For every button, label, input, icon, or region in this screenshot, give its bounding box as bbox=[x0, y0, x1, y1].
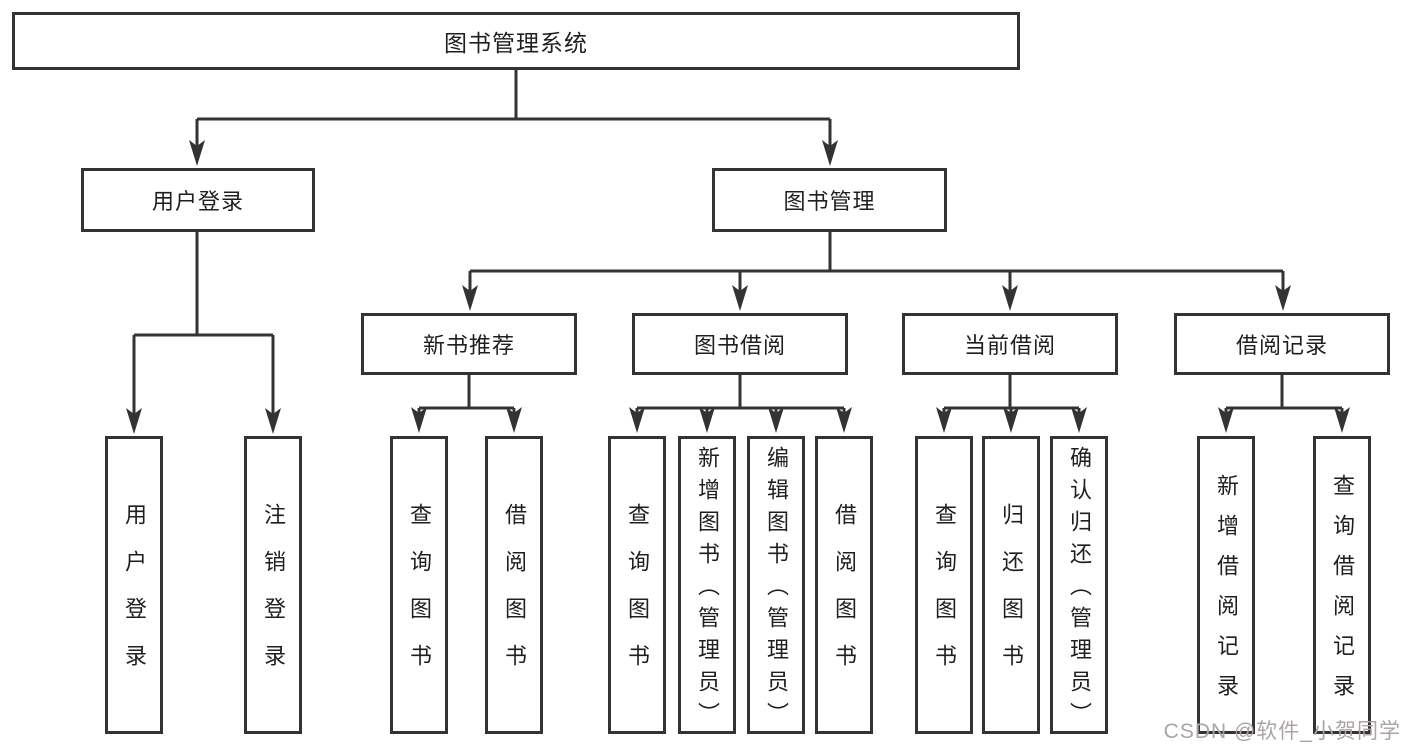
leaf-label: 新增借阅记录 bbox=[1214, 474, 1239, 714]
leaf-current-query-books: 查询图书 bbox=[915, 436, 973, 734]
leaf-label: 查询借阅记录 bbox=[1330, 474, 1355, 714]
arrowhead bbox=[126, 408, 142, 434]
leaf-label: 归还图书 bbox=[999, 503, 1024, 691]
node-label: 图书管理系统 bbox=[444, 30, 588, 56]
leaf-borrow-borrow-books: 借阅图书 bbox=[815, 436, 873, 734]
arrowhead bbox=[1071, 407, 1087, 433]
arrowhead bbox=[836, 407, 852, 433]
leaf-edit-books-admin: 编辑图书（管理员） bbox=[747, 436, 805, 734]
node-label: 图书管理 bbox=[783, 189, 876, 214]
leaf-label: 确认归还（管理员） bbox=[1067, 446, 1092, 734]
arrowhead bbox=[1003, 407, 1019, 433]
arrowhead bbox=[1002, 285, 1018, 311]
leaf-label: 借阅图书 bbox=[832, 503, 857, 691]
node-book-management: 图书管理 bbox=[712, 168, 947, 232]
arrowhead bbox=[265, 408, 281, 434]
arrowhead bbox=[1334, 407, 1350, 433]
node-borrow-records: 借阅记录 bbox=[1174, 313, 1390, 375]
leaf-confirm-return-admin: 确认归还（管理员） bbox=[1050, 436, 1108, 734]
arrowhead bbox=[768, 407, 784, 433]
arrowhead bbox=[629, 407, 645, 433]
arrowhead bbox=[411, 407, 427, 433]
leaf-label: 新增图书（管理员） bbox=[695, 446, 720, 734]
arrowhead bbox=[462, 285, 478, 311]
node-library-management-system: 图书管理系统 bbox=[12, 12, 1020, 70]
arrowhead bbox=[1275, 285, 1291, 311]
leaf-add-books-admin: 新增图书（管理员） bbox=[678, 436, 736, 734]
leaf-label: 注销登录 bbox=[261, 503, 286, 691]
leaf-query-borrow-record: 查询借阅记录 bbox=[1313, 436, 1371, 734]
arrowhead bbox=[732, 285, 748, 311]
arrowhead bbox=[506, 407, 522, 433]
arrowhead bbox=[822, 140, 838, 166]
leaf-user-login: 用户登录 bbox=[105, 436, 163, 734]
leaf-label: 查询图书 bbox=[407, 503, 432, 691]
node-book-borrow: 图书借阅 bbox=[632, 313, 848, 375]
node-new-book-recommend: 新书推荐 bbox=[361, 313, 577, 375]
leaf-recommend-borrow-books: 借阅图书 bbox=[485, 436, 543, 734]
leaf-label: 查询图书 bbox=[625, 503, 650, 691]
node-user-login: 用户登录 bbox=[81, 168, 315, 232]
arrowhead bbox=[699, 407, 715, 433]
leaf-add-borrow-record: 新增借阅记录 bbox=[1197, 436, 1255, 734]
leaf-return-books: 归还图书 bbox=[982, 436, 1040, 734]
leaf-label: 查询图书 bbox=[932, 503, 957, 691]
node-current-borrow: 当前借阅 bbox=[902, 313, 1118, 375]
leaf-label: 用户登录 bbox=[122, 503, 147, 691]
arrowhead bbox=[936, 407, 952, 433]
connector-paths bbox=[132, 70, 1344, 416]
leaf-label: 编辑图书（管理员） bbox=[764, 446, 789, 734]
leaf-recommend-query-books: 查询图书 bbox=[390, 436, 448, 734]
leaf-borrow-query-books: 查询图书 bbox=[608, 436, 666, 734]
node-label: 当前借阅 bbox=[963, 333, 1056, 358]
leaf-logout: 注销登录 bbox=[244, 436, 302, 734]
node-label: 图书借阅 bbox=[693, 333, 786, 358]
arrowhead bbox=[1218, 407, 1234, 433]
node-label: 借阅记录 bbox=[1235, 333, 1328, 358]
leaf-label: 借阅图书 bbox=[502, 503, 527, 691]
node-label: 用户登录 bbox=[151, 189, 244, 214]
node-label: 新书推荐 bbox=[422, 333, 515, 358]
arrowhead bbox=[189, 140, 205, 166]
